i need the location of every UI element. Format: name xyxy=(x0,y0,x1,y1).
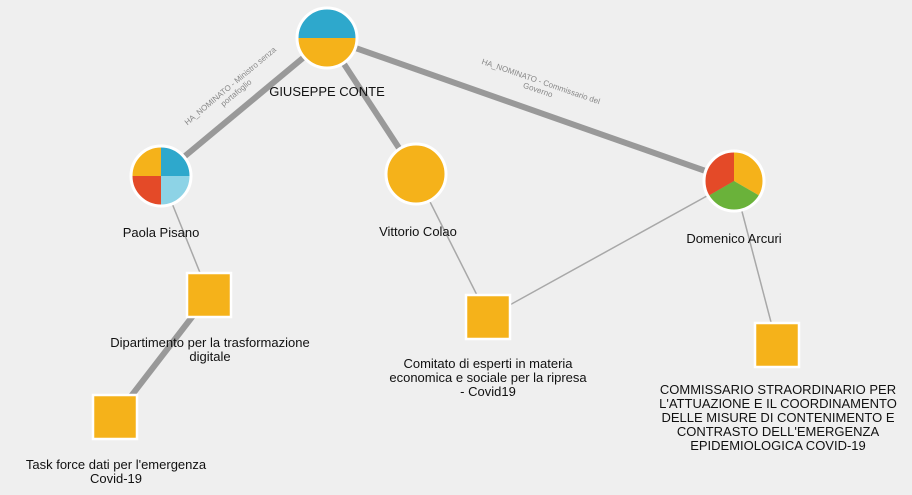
label-line: economica e sociale per la ripresa xyxy=(389,370,587,385)
labels-layer: GIUSEPPE CONTE Paola Pisano Vittorio Colao… xyxy=(26,84,897,486)
node-slice xyxy=(297,8,357,38)
node-square xyxy=(185,271,233,319)
node-slice xyxy=(131,176,161,206)
node-arcuri[interactable] xyxy=(702,149,766,213)
label-line: COMMISSARIO STRAORDINARIO PER xyxy=(660,382,896,397)
node-pisano[interactable] xyxy=(129,144,193,208)
label-line: DELLE MISURE DI CONTENIMENTO E xyxy=(661,410,894,425)
label-line: Comitato di esperti in materia xyxy=(403,356,573,371)
node-square xyxy=(464,293,512,341)
node-colao[interactable] xyxy=(384,142,448,206)
nodes-layer xyxy=(91,6,801,441)
edge-label-conte-arcuri: HA_NOMINATO - Commissario delGoverno xyxy=(478,57,602,115)
label-line: Covid-19 xyxy=(90,471,142,486)
label-line: CONTRASTO DELL'EMERGENZA xyxy=(677,424,880,439)
node-taskforce[interactable] xyxy=(91,393,139,441)
node-slice xyxy=(161,146,191,176)
node-commissario[interactable] xyxy=(753,321,801,369)
node-dipartimento[interactable] xyxy=(185,271,233,319)
label-line: - Covid19 xyxy=(460,384,516,399)
node-ring xyxy=(384,142,448,206)
node-square xyxy=(91,393,139,441)
label-conte: GIUSEPPE CONTE xyxy=(269,84,385,99)
node-ring xyxy=(129,144,193,208)
label-arcuri: Domenico Arcuri xyxy=(686,231,781,246)
label-line: digitale xyxy=(189,349,230,364)
label-colao: Vittorio Colao xyxy=(379,224,457,239)
edge-conte-arcuri xyxy=(326,35,735,184)
edge-arcuri-comitato xyxy=(487,180,735,318)
node-square xyxy=(753,321,801,369)
node-slice xyxy=(297,38,357,68)
label-line: L'ATTUAZIONE E IL COORDINAMENTO xyxy=(659,396,897,411)
node-slice xyxy=(131,146,161,176)
label-pisano: Paola Pisano xyxy=(123,225,200,240)
node-comitato[interactable] xyxy=(464,293,512,341)
node-conte[interactable] xyxy=(295,6,359,70)
edge-conte-pisano xyxy=(159,35,329,179)
node-ring xyxy=(702,149,766,213)
label-line: Task force dati per l'emergenza xyxy=(26,457,207,472)
label-line: Dipartimento per la trasformazione xyxy=(110,335,309,350)
label-line: EPIDEMIOLOGICA COVID-19 xyxy=(690,438,866,453)
node-slice xyxy=(386,144,446,204)
node-slice xyxy=(708,181,760,212)
node-slice xyxy=(161,176,191,206)
node-ring xyxy=(295,6,359,70)
